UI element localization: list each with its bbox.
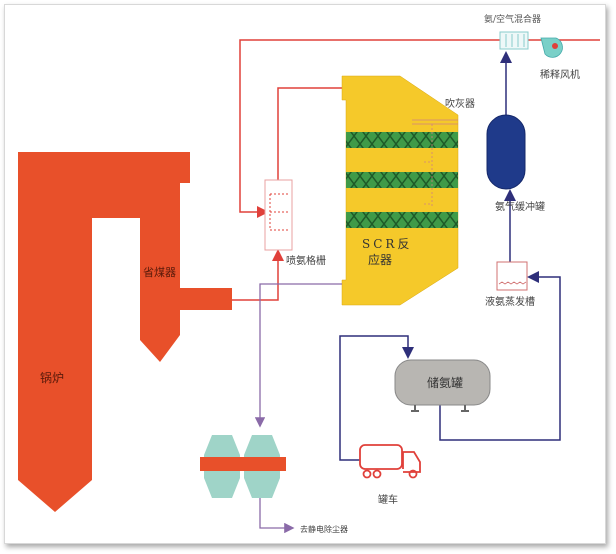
catalyst-layer <box>346 172 458 188</box>
ammonia-grid-label: 喷氨格栅 <box>286 254 326 267</box>
ammonia-air-mixer <box>499 31 529 50</box>
ammonia-storage-tank <box>394 359 491 412</box>
air-preheater <box>200 435 286 498</box>
soot-blower-label: 吹灰器 <box>445 97 475 110</box>
flue-gas-outlet-line <box>254 283 342 534</box>
to-precipitator-label: 去静电除尘器 <box>300 524 348 534</box>
evaporator-label: 液氨蒸发槽 <box>485 295 535 308</box>
mixer-label: 氨/空气混合器 <box>484 13 541 25</box>
scr-label-1: SCR反 <box>362 237 412 251</box>
catalyst-layer <box>346 132 458 148</box>
boiler-label: 锅炉 <box>40 370 64 385</box>
dilution-air-line <box>232 39 600 301</box>
tanker-truck <box>359 444 421 479</box>
storage-tank-label: 储氨罐 <box>427 375 463 390</box>
ammonia-buffer-tank <box>486 114 526 190</box>
economizer-label: 省煤器 <box>143 266 176 279</box>
tanker-label: 罐车 <box>378 493 398 506</box>
buffer-tank-label: 氨气缓冲罐 <box>495 200 545 213</box>
dilution-fan <box>540 37 563 58</box>
ammonia-injection-grid <box>264 179 293 251</box>
catalyst-layer <box>346 212 458 228</box>
liquid-ammonia-evaporator <box>496 261 528 291</box>
soot-blower <box>412 119 458 206</box>
scr-reactor: SCR反 应器 <box>341 75 459 306</box>
dilution-fan-label: 稀释风机 <box>540 68 580 81</box>
boiler <box>18 152 232 512</box>
scr-label-2: 应器 <box>368 252 392 267</box>
ammonia-line <box>339 51 561 461</box>
